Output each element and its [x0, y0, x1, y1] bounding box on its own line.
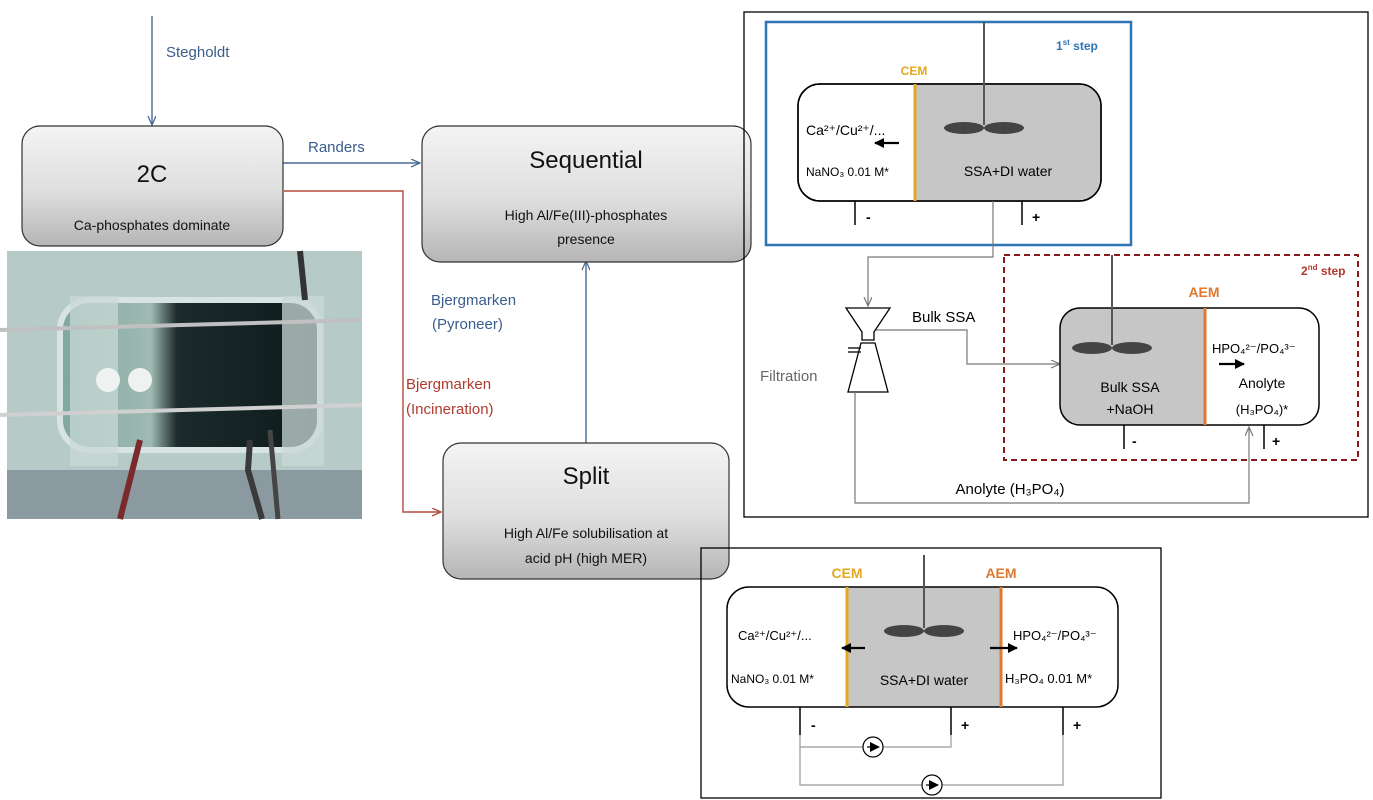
flow-arrows: [152, 16, 586, 512]
step2-naoh: +NaOH: [1106, 401, 1153, 417]
box-split: Split High Al/Fe solubilisation at acid …: [442, 442, 730, 580]
label-stegholdt: Stegholdt: [166, 44, 230, 61]
box-2c-desc: Ca-phosphates dominate: [74, 217, 231, 233]
split-ssa-di: SSA+DI water: [880, 672, 969, 688]
step1-ssa-di: SSA+DI water: [964, 163, 1053, 179]
split-plus-2: +: [1073, 717, 1081, 733]
label-randers: Randers: [308, 139, 365, 156]
split-circuits: [799, 735, 1064, 796]
filtration-funnel: [844, 307, 892, 393]
split-h3po4: H₃PO₄ 0.01 M*: [1005, 671, 1092, 686]
box-sequential-desc-2: presence: [557, 231, 615, 247]
arrow-anolyte-return: [854, 392, 1249, 504]
step1-nano3: NaNO₃ 0.01 M*: [806, 165, 889, 179]
step1-frame: [764, 20, 1133, 247]
split-anions: HPO₄²⁻/PO₄³⁻: [1013, 628, 1097, 643]
step1-label: 1st step: [1056, 38, 1098, 53]
label-pyroneer: (Pyroneer): [432, 316, 503, 333]
split-cell: [726, 555, 1119, 735]
panel-split: [700, 547, 1162, 799]
photo-cell: [0, 250, 363, 520]
box-2c-title: 2C: [137, 161, 168, 188]
split-plus-1: +: [961, 717, 969, 733]
step2-anions: HPO₄²⁻/PO₄³⁻: [1212, 341, 1296, 356]
step1-plus: +: [1032, 209, 1040, 225]
step2-minus: -: [1132, 433, 1137, 449]
step1-cations: Ca²⁺/Cu²⁺/...: [806, 122, 885, 138]
box-sequential-desc-1: High Al/Fe(III)-phosphates: [505, 207, 668, 223]
step2-bulk-ssa: Bulk SSA: [1100, 379, 1160, 395]
box-split-desc-2: acid pH (high MER): [525, 550, 647, 566]
label-bjergmarken-pyroneer: Bjergmarken: [431, 292, 516, 309]
filtration-label: Filtration: [760, 368, 818, 385]
box-sequential-title: Sequential: [529, 147, 642, 174]
step2-aem-label: AEM: [1188, 284, 1219, 300]
arrow-incineration: [284, 190, 440, 512]
arrow-to-filtration: [868, 201, 994, 305]
bulk-ssa-flow-label: Bulk SSA: [912, 309, 975, 326]
step2-h3po4: (H₃PO₄)*: [1236, 402, 1289, 417]
anolyte-return-label: Anolyte (H₃PO₄): [956, 481, 1065, 498]
box-2c: 2C Ca-phosphates dominate: [21, 125, 284, 247]
step2-cell: [1059, 255, 1320, 449]
split-minus: -: [811, 717, 816, 733]
step1-cell: [797, 22, 1102, 225]
split-aem-label: AEM: [985, 565, 1016, 581]
label-bjergmarken-incineration: Bjergmarken: [406, 376, 491, 393]
split-cations: Ca²⁺/Cu²⁺/...: [738, 628, 812, 643]
step2-label: 2nd step: [1301, 263, 1346, 278]
step2-anolyte: Anolyte: [1239, 375, 1286, 391]
arrow-bulk-ssa: [876, 329, 1059, 364]
step2-plus: +: [1272, 433, 1280, 449]
panel-sequential: [743, 11, 1369, 518]
split-nano3: NaNO₃ 0.01 M*: [731, 672, 814, 686]
step2-frame: [1003, 254, 1359, 461]
label-incineration: (Incineration): [406, 401, 494, 418]
split-cem-label: CEM: [831, 565, 862, 581]
step1-minus: -: [866, 209, 871, 225]
box-sequential: Sequential High Al/Fe(III)-phosphates pr…: [421, 125, 752, 263]
step1-cem-label: CEM: [901, 64, 928, 78]
box-split-title: Split: [563, 463, 610, 490]
box-split-desc-1: High Al/Fe solubilisation at: [504, 525, 668, 541]
